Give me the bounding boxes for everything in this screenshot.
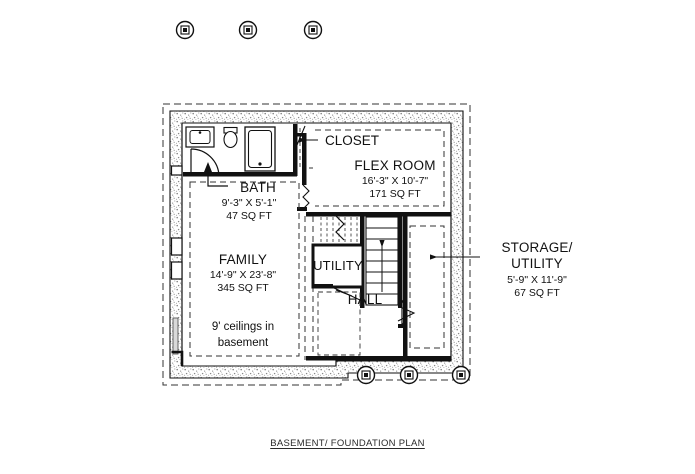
room-label-storage-utility-line1: STORAGE/ [501, 240, 572, 255]
footing-outline [162, 103, 471, 386]
plan-caption: BASEMENT/ FOUNDATION PLAN [270, 438, 425, 449]
pier-column-symbol [399, 365, 419, 385]
room-dim-family: 14'-9" X 23'-8" [210, 269, 277, 281]
room-area-family: 345 SQ FT [217, 282, 269, 294]
pier-column-symbol [303, 20, 323, 40]
pier-column-symbol [451, 365, 471, 385]
interior-wall-segments [306, 356, 451, 361]
room-bath [183, 124, 298, 177]
room-label-storage-utility-line2: UTILITY [511, 256, 563, 271]
room-dim-flex-room: 16'-3" X 10'-7" [362, 175, 429, 187]
room-area-storage-utility: 67 SQ FT [514, 287, 560, 299]
pier-markers-top [175, 20, 323, 40]
room-label-bath: BATH [240, 180, 276, 195]
room-dim-storage-utility: 5'-9" X 11'-9" [507, 274, 567, 286]
room-label-family: FAMILY [219, 252, 267, 267]
pier-column-symbol [175, 20, 195, 40]
room-hall [317, 291, 416, 356]
room-label-closet: CLOSET [325, 133, 379, 148]
room-area-bath: 47 SQ FT [226, 210, 272, 222]
pier-markers-bottom [356, 365, 471, 385]
room-storage-utility [403, 216, 445, 356]
room-utility [311, 243, 365, 301]
ceiling-note-line1: 9' ceilings in [212, 321, 274, 333]
ceiling-note-line2: basement [218, 337, 269, 349]
room-label-hall: HALL [348, 292, 383, 307]
room-label-flex-room: FLEX ROOM [354, 158, 435, 173]
leader-lines [204, 125, 480, 297]
room-dim-bath: 9'-3" X 5'-1" [222, 197, 277, 209]
pier-column-symbol [356, 365, 376, 385]
window-openings-left [170, 165, 184, 366]
pier-column-symbol [238, 20, 258, 40]
room-label-utility: UTILITY [313, 258, 363, 273]
room-area-flex-room: 171 SQ FT [369, 188, 421, 200]
